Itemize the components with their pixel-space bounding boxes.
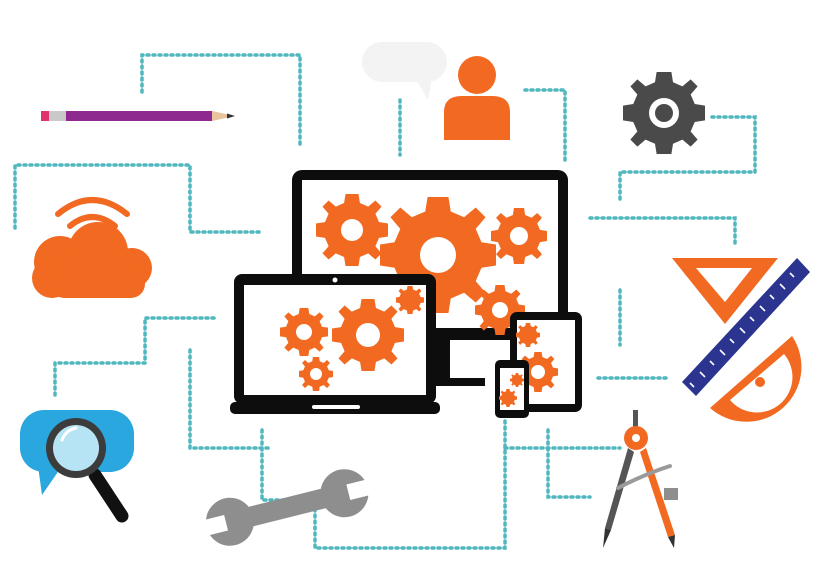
compass-icon xyxy=(603,410,678,548)
laptop-icon xyxy=(230,274,440,414)
search-magnifier-icon xyxy=(20,410,134,523)
ruler xyxy=(682,258,810,396)
set-square-ruler-protractor-icon xyxy=(672,258,810,422)
set-square xyxy=(672,258,778,324)
connector-lines xyxy=(13,53,757,550)
gear-icon xyxy=(623,72,705,154)
speech-bubble-icon xyxy=(362,42,447,100)
protractor xyxy=(710,336,802,422)
pencil-icon xyxy=(41,111,235,121)
user-icon xyxy=(444,56,510,140)
cloud-wifi-icon xyxy=(32,197,152,298)
phone-icon xyxy=(495,360,529,418)
wrench-icon xyxy=(195,469,380,546)
